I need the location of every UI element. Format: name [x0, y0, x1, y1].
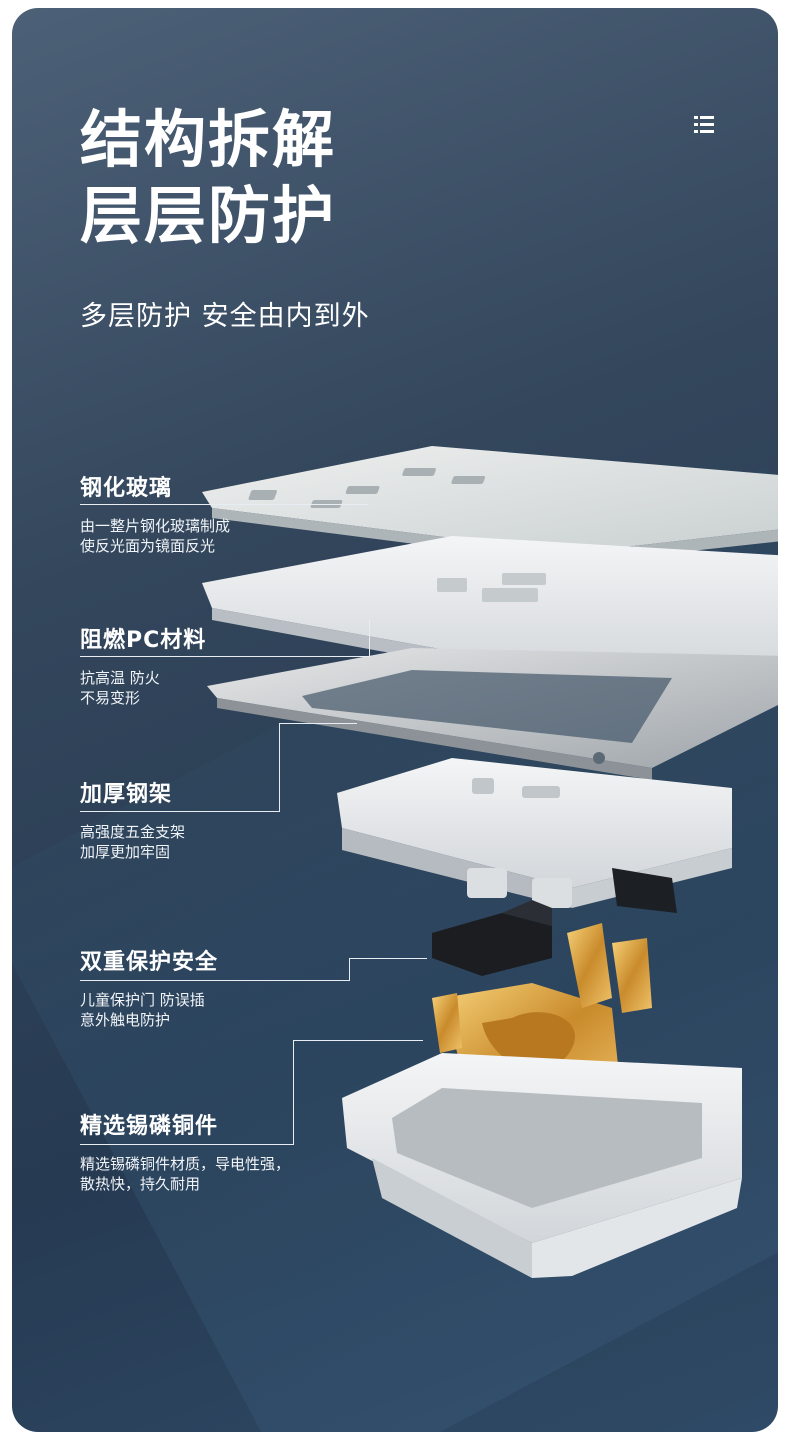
feature-title: 钢化玻璃	[80, 476, 173, 501]
menu-icon[interactable]	[694, 116, 714, 134]
feature-desc: 高强度五金支架 加厚更加牢固	[80, 823, 186, 861]
title-line-2: 层层防护	[80, 179, 337, 252]
leader-line	[293, 1040, 423, 1041]
feature-title: 双重保护安全	[80, 950, 219, 975]
pc-frame	[202, 536, 778, 694]
leader-line	[80, 656, 370, 657]
feature-copper-parts: 精选锡磷铜件 精选锡磷铜件材质，导电性强， 散热快，持久耐用	[80, 1108, 290, 1194]
product-card: 结构拆解 层层防护 多层防护 安全由内到外 钢化玻璃 由一整片钢化玻璃制成 使反…	[12, 8, 778, 1432]
page-title: 结构拆解 层层防护	[80, 102, 336, 254]
feature-desc: 由一整片钢化玻璃制成 使反光面为镜面反光	[80, 517, 231, 555]
bottom-housing	[342, 1053, 742, 1278]
feature-double-protection: 双重保护安全 儿童保护门 防误插 意外触电防护	[80, 944, 218, 1030]
feature-title: 加厚钢架	[80, 782, 173, 807]
leader-line	[369, 620, 370, 657]
child-shutter	[432, 900, 552, 976]
feature-tempered-glass: 钢化玻璃 由一整片钢化玻璃制成 使反光面为镜面反光	[80, 470, 230, 556]
feature-desc: 抗高温 防火 不易变形	[80, 669, 160, 707]
steel-bracket	[207, 648, 778, 780]
leader-line	[279, 723, 357, 724]
feature-title: 阻燃PC材料	[80, 628, 207, 653]
feature-desc: 儿童保护门 防误插 意外触电防护	[80, 991, 205, 1029]
leader-line	[80, 811, 280, 812]
page-subtitle: 多层防护 安全由内到外	[80, 301, 370, 332]
leader-line	[80, 504, 368, 505]
leader-line	[80, 1144, 294, 1145]
feature-steel-bracket: 加厚钢架 高强度五金支架 加厚更加牢固	[80, 776, 185, 862]
socket-exploded-illustration	[202, 446, 778, 1278]
feature-pc-material: 阻燃PC材料 抗高温 防火 不易变形	[80, 622, 206, 708]
leader-line	[349, 958, 350, 981]
leader-line	[293, 1040, 294, 1145]
safety-shutter-base	[337, 758, 732, 913]
feature-title: 精选锡磷铜件	[80, 1114, 219, 1139]
feature-desc: 精选锡磷铜件材质，导电性强， 散热快，持久耐用	[80, 1155, 291, 1193]
leader-line	[279, 723, 280, 812]
leader-line	[80, 980, 350, 981]
leader-line	[349, 958, 427, 959]
title-line-1: 结构拆解	[80, 103, 337, 176]
